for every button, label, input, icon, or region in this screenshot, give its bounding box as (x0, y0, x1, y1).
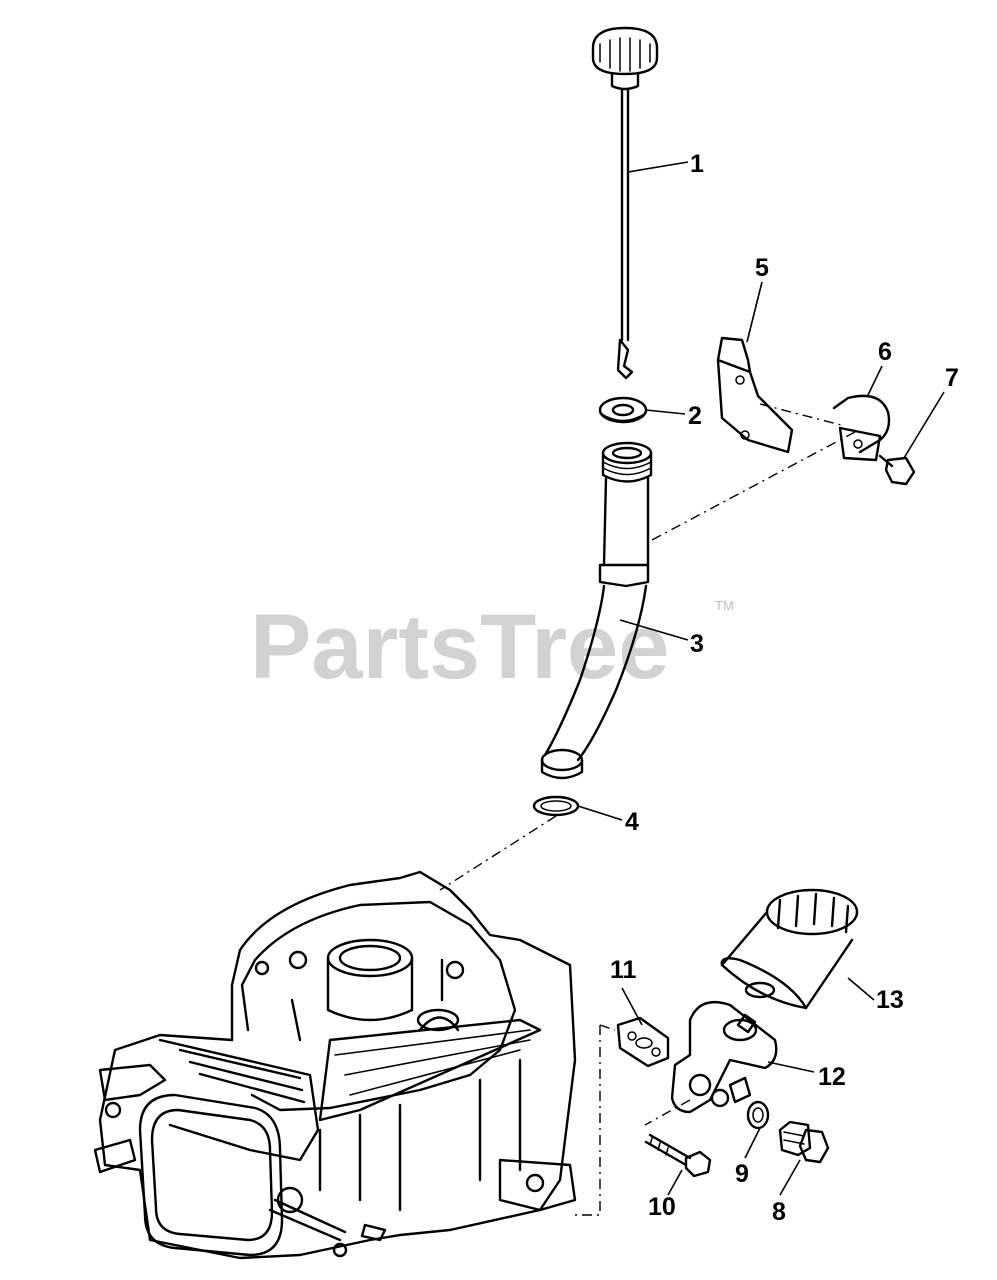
callout-8[interactable]: 8 (772, 1198, 786, 1226)
callout-13[interactable]: 13 (876, 986, 904, 1014)
callout-6[interactable]: 6 (878, 338, 892, 366)
engine-block (93, 870, 577, 1260)
callout-7[interactable]: 7 (945, 364, 959, 392)
part-bracket[interactable] (716, 336, 794, 454)
part-dipstick-tube[interactable] (540, 441, 653, 780)
part-screw[interactable] (878, 454, 916, 486)
part-oil-filter[interactable] (720, 888, 859, 1034)
callout-12[interactable]: 12 (818, 1063, 846, 1091)
assembly-lines (439, 403, 856, 1216)
callout-4[interactable]: 4 (625, 808, 639, 836)
callout-3[interactable]: 3 (690, 630, 704, 658)
callout-11[interactable]: 11 (610, 956, 637, 984)
part-gasket[interactable] (616, 1016, 670, 1068)
leader-lines (577, 161, 945, 1196)
part-drain-plug[interactable] (778, 1120, 830, 1164)
watermark-trademark: TM (715, 598, 734, 613)
callout-10[interactable]: 10 (648, 1193, 676, 1221)
callout-9[interactable]: 9 (735, 1160, 749, 1188)
part-o-ring[interactable] (532, 795, 580, 817)
part-dipstick[interactable] (591, 26, 659, 380)
part-filter-adapter[interactable] (670, 1000, 778, 1114)
part-washer[interactable] (598, 396, 648, 424)
callout-5[interactable]: 5 (755, 254, 769, 282)
part-bolt[interactable] (644, 1133, 712, 1178)
part-small-washer[interactable] (746, 1100, 770, 1130)
watermark-text: PartsTree (250, 596, 669, 698)
watermark: PartsTree TM (250, 596, 734, 698)
part-clamp[interactable] (832, 394, 891, 462)
callout-2[interactable]: 2 (688, 402, 702, 430)
callout-1[interactable]: 1 (690, 150, 704, 178)
callouts: 1 2 3 4 5 6 7 8 9 10 11 12 13 (610, 150, 959, 1226)
